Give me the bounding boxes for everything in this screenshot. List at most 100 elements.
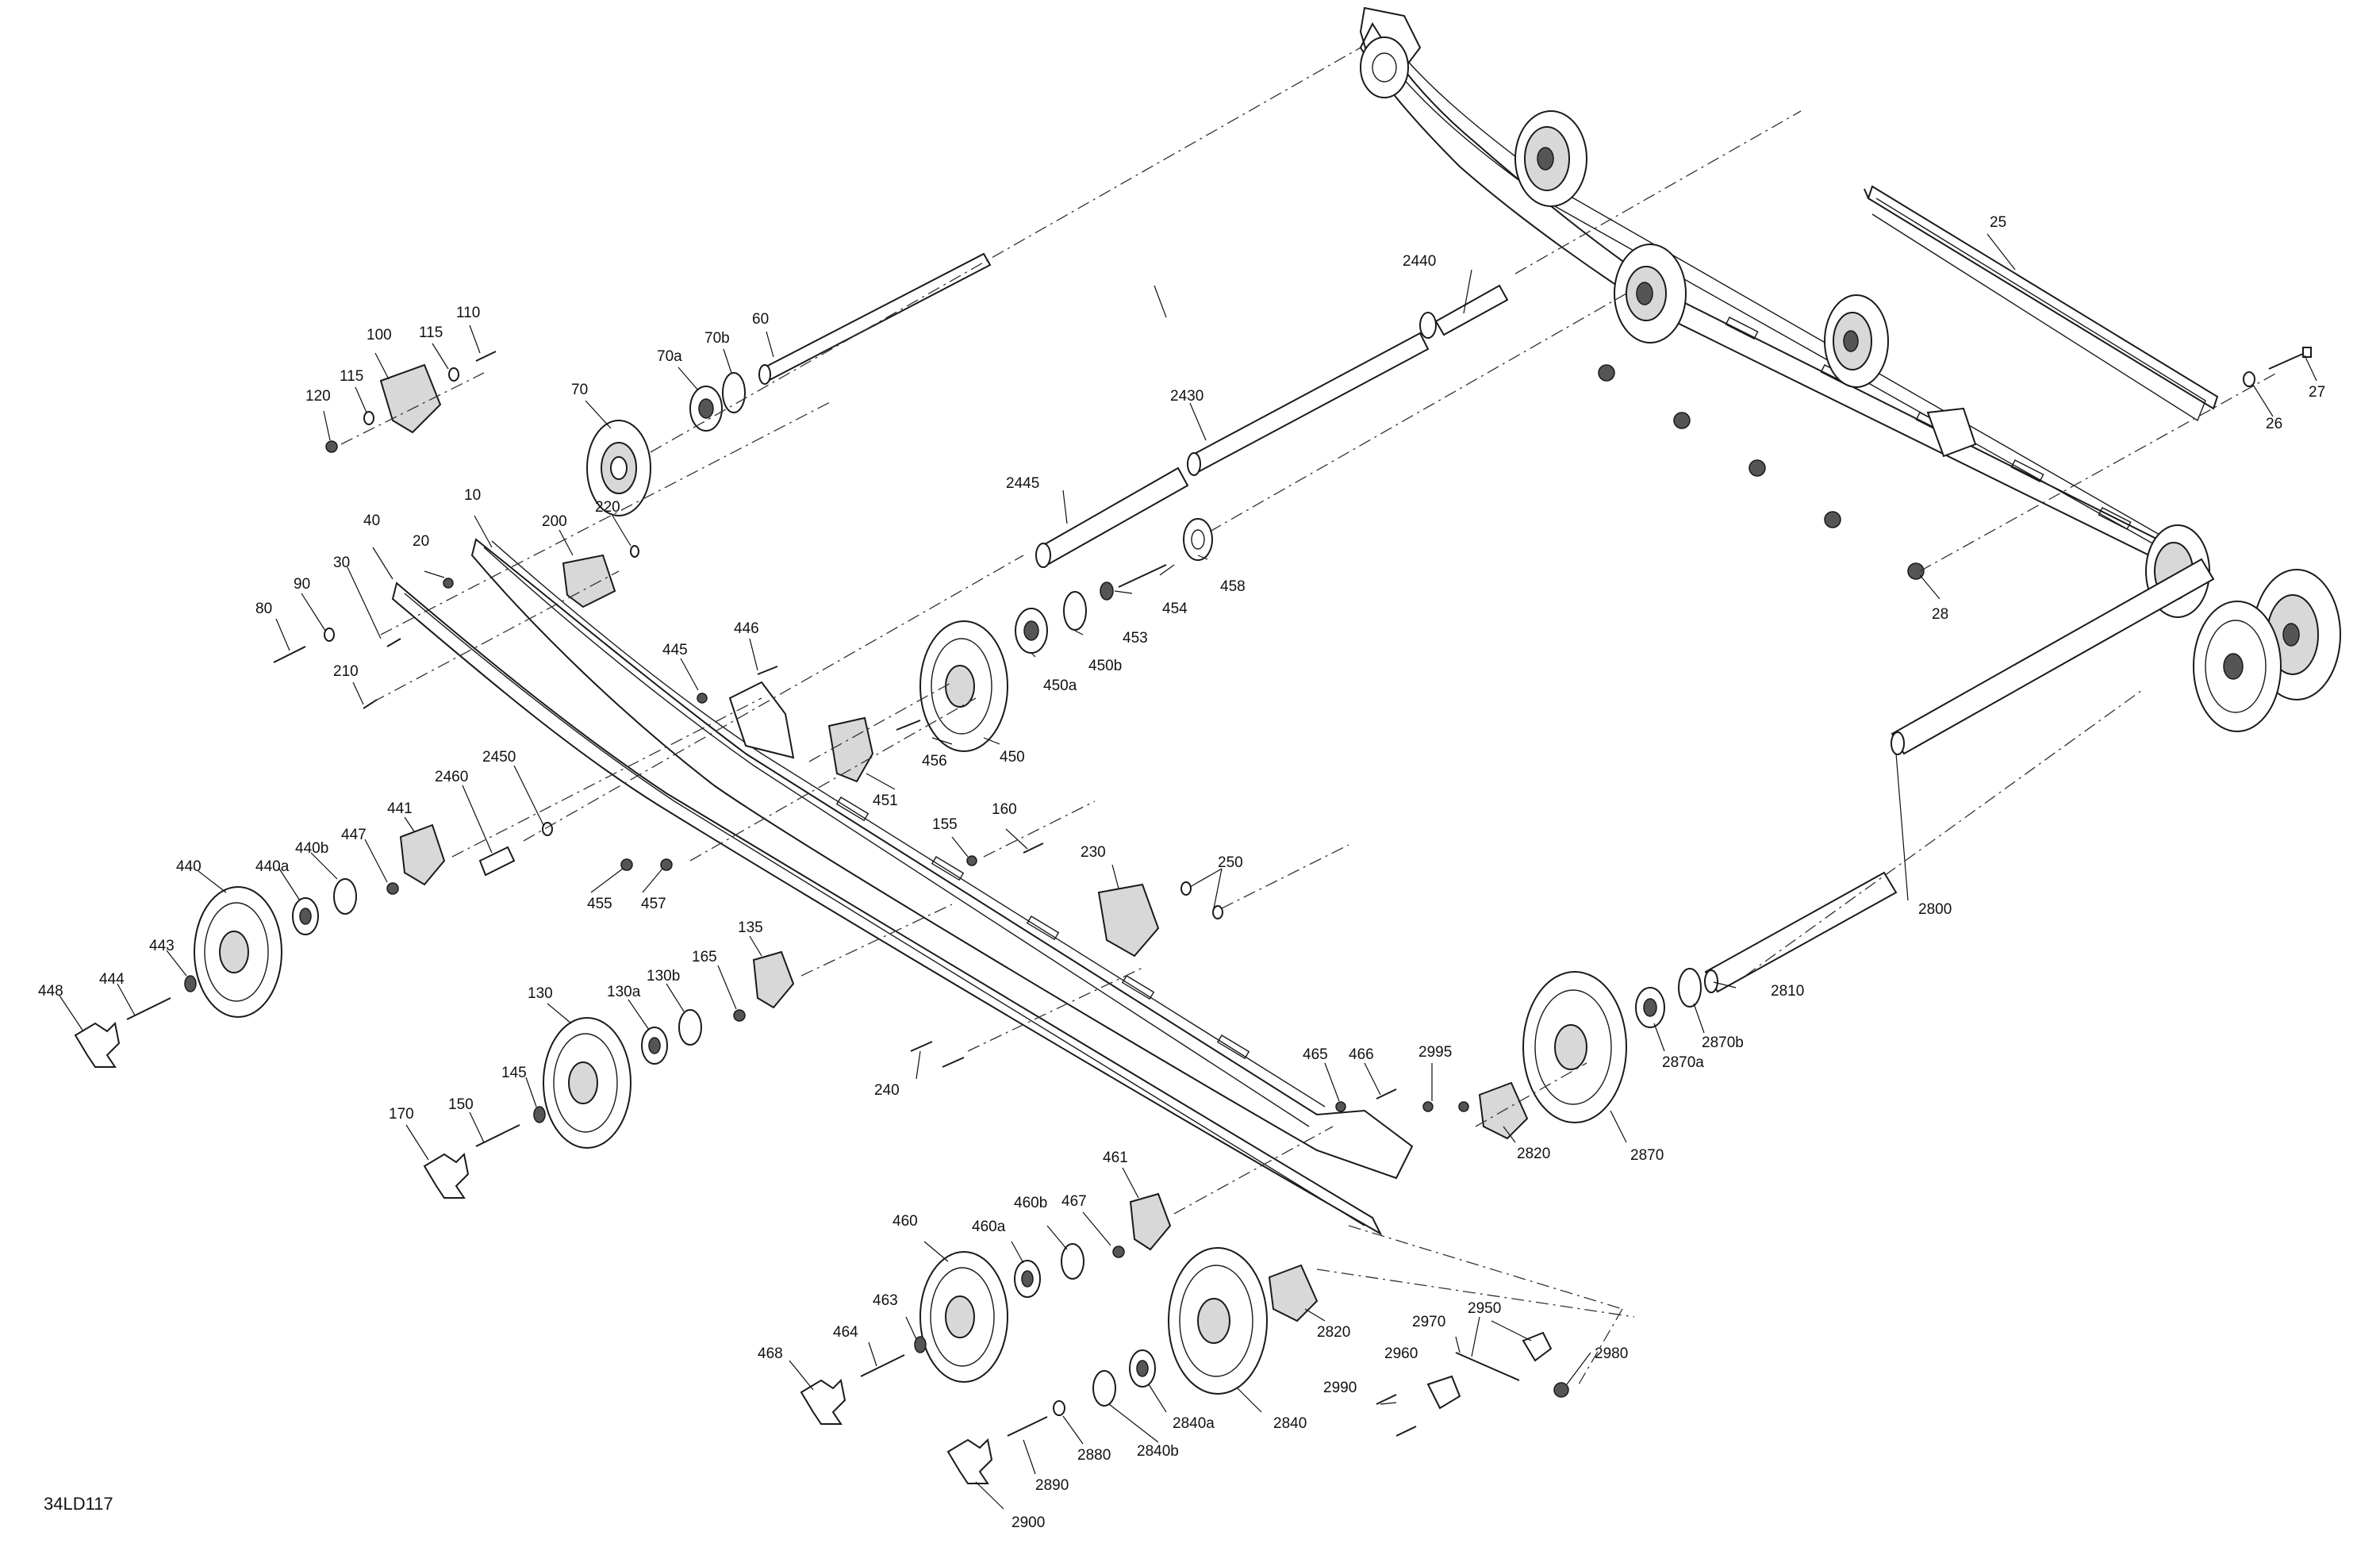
part-70-wheel [586, 420, 651, 516]
label-2890: 2890 [1035, 1477, 1069, 1494]
part-456-bolt [896, 720, 921, 731]
label-2870b: 2870b [1702, 1034, 1744, 1051]
part-447-nut [386, 882, 399, 895]
label-130: 130 [528, 985, 553, 1002]
part-466-bolt [1376, 1088, 1397, 1100]
label-27: 27 [2309, 384, 2325, 401]
label-145: 145 [501, 1065, 527, 1081]
part-220-washer [630, 545, 639, 558]
label-2820-b: 2820 [1317, 1324, 1350, 1341]
part-115-washer-a [448, 367, 459, 382]
label-443: 443 [149, 938, 175, 954]
part-464-bolt [860, 1354, 905, 1377]
part-2990-screw-a [1376, 1394, 1397, 1405]
part-150-bolt [475, 1124, 520, 1147]
label-446: 446 [734, 620, 759, 637]
part-110-bolt [475, 351, 497, 362]
frame-rear-wheel-front [2193, 601, 2282, 732]
label-250: 250 [1218, 854, 1243, 871]
label-457: 457 [641, 896, 666, 912]
part-130-wheel [543, 1017, 631, 1149]
label-2810: 2810 [1771, 983, 1804, 1000]
part-2995-nut-b [1458, 1101, 1469, 1112]
part-250-washer-a [1180, 881, 1192, 896]
label-441: 441 [387, 800, 413, 817]
part-145-spacer [533, 1106, 546, 1123]
label-2840b: 2840b [1137, 1443, 1179, 1460]
assembly-centerlines [340, 47, 2278, 1385]
label-450a: 450a [1043, 677, 1077, 694]
part-440-wheel [194, 886, 282, 1018]
part-443-spacer [184, 975, 197, 992]
label-2440: 2440 [1403, 253, 1436, 270]
label-2980: 2980 [1595, 1345, 1628, 1362]
label-454: 454 [1162, 601, 1188, 617]
part-160-bolt [1023, 843, 1044, 854]
part-450b-circlip [1063, 591, 1087, 631]
label-90: 90 [294, 576, 310, 593]
part-467-nut [1112, 1246, 1125, 1258]
part-451-bracket [827, 716, 874, 783]
label-451: 451 [873, 793, 898, 809]
label-448: 448 [38, 983, 63, 1000]
part-441-bracket [399, 823, 446, 886]
label-445: 445 [662, 642, 688, 658]
part-465-nut [1335, 1101, 1346, 1112]
label-440b: 440b [295, 840, 328, 857]
frame-idler-wheel-middle [1824, 294, 1889, 388]
label-440a: 440a [255, 858, 290, 875]
part-453-nut [1100, 582, 1114, 601]
part-30-screw [386, 638, 401, 647]
part-440b-circlip [333, 878, 357, 915]
rail-cutouts [1725, 317, 2132, 531]
label-130b: 130b [647, 968, 680, 985]
label-25: 25 [1990, 214, 2006, 231]
part-2430-shaft [1187, 332, 1430, 476]
part-2950-clip [1522, 1331, 1553, 1362]
part-10-rail [470, 538, 1414, 1180]
part-468-cap [800, 1378, 846, 1425]
label-2950: 2950 [1468, 1300, 1501, 1317]
part-2870-wheel [1522, 971, 1627, 1123]
label-447: 447 [341, 827, 367, 843]
part-40-nut [443, 578, 454, 589]
part-457-nut [660, 858, 673, 871]
label-2430: 2430 [1170, 388, 1203, 405]
label-2970: 2970 [1412, 1314, 1445, 1330]
label-465: 465 [1303, 1046, 1328, 1063]
part-2840b-circlip [1092, 1370, 1116, 1407]
part-27-bolt [2268, 347, 2312, 370]
part-448-cap [74, 1021, 121, 1068]
label-26: 26 [2266, 416, 2282, 432]
part-2440-sleeve [1419, 284, 1509, 339]
cross-shaft-2810 [1704, 871, 1898, 993]
part-444-bolt [126, 997, 171, 1020]
part-2460-spacer [478, 846, 516, 877]
part-20-slider [391, 582, 1383, 1236]
label-466: 466 [1349, 1046, 1374, 1063]
part-458-washer [1183, 518, 1213, 561]
part-70a-bearing [689, 386, 723, 432]
label-2870: 2870 [1630, 1147, 1664, 1164]
label-210: 210 [333, 663, 359, 680]
part-26-washer [2243, 371, 2255, 387]
part-2450-washer [542, 822, 553, 836]
part-2870a-bearing [1635, 987, 1665, 1028]
label-10: 10 [464, 487, 481, 504]
part-25-wear-strip [1864, 185, 2219, 422]
label-2900: 2900 [1012, 1514, 1045, 1531]
label-40: 40 [363, 512, 380, 529]
label-110: 110 [456, 305, 480, 321]
part-60-shaft [758, 252, 992, 385]
part-28-nuts [1598, 364, 1925, 580]
part-120-nut [325, 440, 338, 453]
label-440: 440 [176, 858, 202, 875]
label-20: 20 [413, 533, 429, 550]
label-468: 468 [758, 1345, 783, 1362]
part-130a-bearing [641, 1027, 668, 1065]
part-2880-washer [1053, 1400, 1065, 1416]
label-30: 30 [333, 555, 350, 571]
part-460a-bearing [1014, 1260, 1041, 1298]
part-230-block [1097, 883, 1160, 958]
